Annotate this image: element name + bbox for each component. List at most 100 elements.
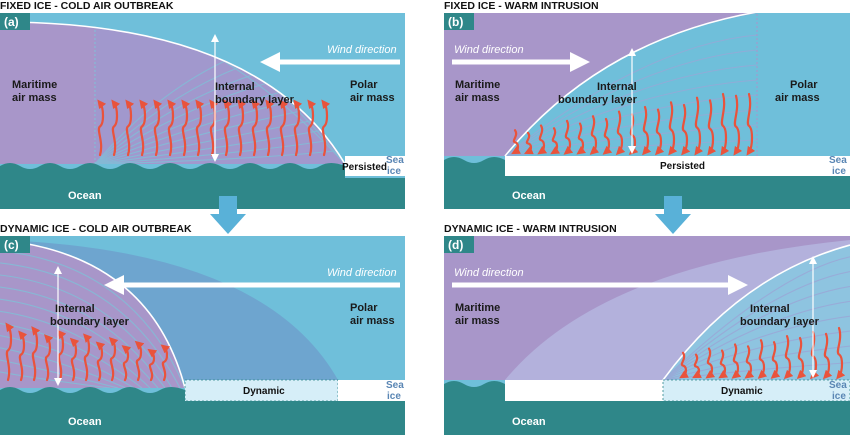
panel-c-wind-label: Wind direction [327,267,397,279]
panel-a-ibl-label-2: boundary layer [215,94,295,106]
heat-flux-arrow [746,92,756,156]
panel-c: DYNAMIC ICE - COLD AIR OUTBREAK (c) Wind… [0,223,405,435]
heat-flux-arrow [321,99,331,157]
heat-flux-arrow [744,345,755,379]
heat-flux-arrow [181,99,191,157]
panel-b-label-box [444,13,474,30]
panel-b-ibl-label-2: boundary layer [558,94,638,106]
panel-d-wind-label: Wind direction [454,267,524,279]
panel-d-maritime-label-1: Maritime [455,302,500,314]
heat-flux-arrow [69,337,80,382]
heat-flux-arrow [195,99,205,157]
panel-a-label: (a) [4,15,19,29]
panel-c-label-box [0,236,30,253]
panel-d-sea-ice-label-1: Sea [829,380,847,391]
heat-flux-arrow [57,329,67,382]
panel-b-label: (b) [448,15,463,29]
panel-b-ice-label: Persisted [660,161,705,172]
process-arrow-a-to-c [210,196,246,234]
panel-b-polar-label-1: Polar [790,79,818,91]
panel-c-ibl-label-2: boundary layer [50,316,130,328]
heat-flux-arrow [796,336,807,380]
heat-flux-arrow [265,99,275,157]
heat-flux-arrow [720,92,730,156]
panel-a-title: FIXED ICE - COLD AIR OUTBREAK [0,0,174,12]
heat-flux-arrow [5,322,15,382]
panel-d-ice-label: Dynamic [721,386,763,397]
heat-flux-arrow [681,103,691,156]
heat-flux-arrow [679,351,690,379]
heat-flux-arrow [139,99,149,157]
heat-flux-arrow [836,326,846,380]
heat-flux-arrow [167,99,177,157]
heat-flux-arrow [160,344,171,382]
panel-b-ibl-top [504,11,758,157]
heat-flux-arrow [783,335,794,380]
heat-flux-arrow [563,119,574,155]
heat-flux-arrow [668,101,678,156]
panel-c-polar-label-1: Polar [350,302,378,314]
heat-flux-arrow [654,108,665,156]
panel-a-ice-label: Persisted [342,162,387,173]
panel-d-ibl-label-1: Internal [750,303,790,315]
heat-flux-arrow [576,122,587,155]
heat-flux-arrow [223,99,233,157]
panel-b-ocean-label: Ocean [512,190,546,202]
heat-flux-arrow [822,332,833,380]
heat-flux-arrow [108,337,119,382]
heat-flux-arrow [95,341,106,382]
panel-b-title: FIXED ICE - WARM INTRUSION [444,0,599,12]
heat-flux-arrow [153,99,163,157]
heat-flux-arrow [602,117,613,155]
panel-b-ocean [444,157,850,209]
heat-flux-arrow [293,99,303,157]
panel-b-maritime-label-1: Maritime [455,79,500,91]
panel-b-maritime-label-2: air mass [455,92,500,104]
panel-a-wind-label: Wind direction [327,44,397,56]
panel-a-label-box [0,13,30,30]
heat-flux-arrow [718,349,729,379]
panel-c-title: DYNAMIC ICE - COLD AIR OUTBREAK [0,223,192,235]
panel-a-sea-ice-label-1: Sea [386,155,404,166]
heat-flux-arrow [111,99,121,157]
heat-flux-arrow [692,353,702,379]
heat-flux-arrow [694,96,704,156]
heat-flux-arrow [511,129,521,155]
panel-a-ibl-label-1: Internal [215,81,255,93]
panel-d-ibl-air [663,245,850,380]
panel-d-heat-flux-arrows [679,326,846,380]
panel-b-maritime-air [444,13,757,156]
panel-b-ibl-label-1: Internal [597,81,637,93]
panel-a-polar-label-1: Polar [350,79,378,91]
panel-a-ocean-label: Ocean [68,190,102,202]
heat-flux-arrow [550,127,561,155]
panel-c-ice-label: Dynamic [243,386,285,397]
heat-flux-arrow [524,131,534,155]
panel-a-maritime-label-1: Maritime [12,79,57,91]
heat-flux-arrow [615,110,626,156]
heat-flux-arrow [121,345,132,382]
panel-b-polar-label-2: air mass [775,92,820,104]
heat-flux-arrow [18,330,28,382]
panel-a-ocean [0,163,405,209]
panel-c-ocean [0,387,405,435]
panel-d-sea-ice [505,380,663,401]
heat-flux-arrow [251,99,261,157]
panel-b-heat-flux-arrows [511,92,756,156]
heat-flux-arrow [147,348,158,382]
heat-flux-arrow [279,99,289,157]
heat-flux-arrow [757,339,768,379]
panel-c-sea-ice-label-2: ice [387,391,401,402]
panel-d-maritime-label-2: air mass [455,315,500,327]
heat-flux-arrow [83,333,93,382]
panel-d-ibl-top [662,244,850,381]
panel-c-ibl-label-1: Internal [55,303,95,315]
panel-c-label: (c) [4,238,19,252]
panel-a-sea-ice [345,156,405,176]
panel-d-ocean [444,381,850,435]
panel-c-heat-flux-arrows [5,322,171,382]
heat-flux-arrow [237,99,247,157]
heat-flux-arrow [770,341,781,379]
panel-d-title: DYNAMIC ICE - WARM INTRUSION [444,223,617,235]
